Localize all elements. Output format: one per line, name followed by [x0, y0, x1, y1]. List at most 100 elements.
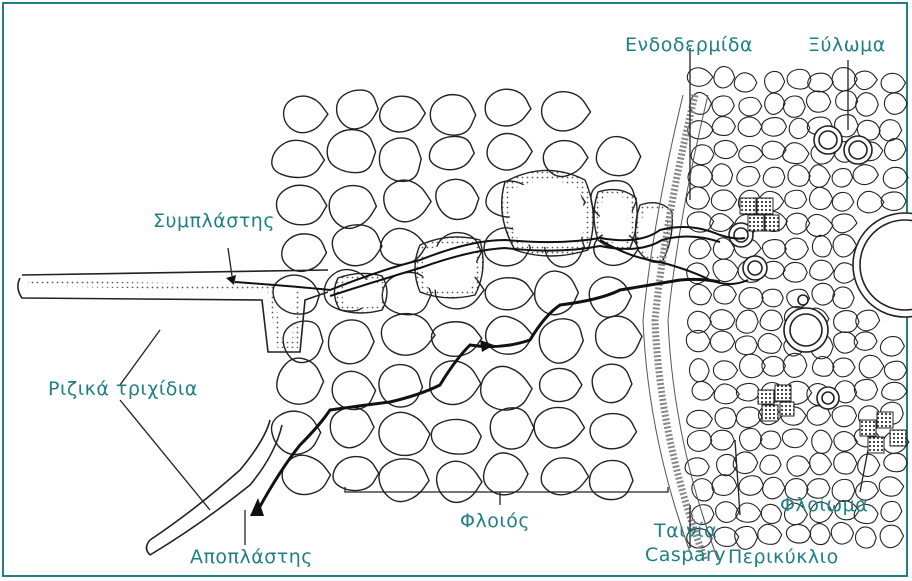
- stele-cell: [736, 310, 758, 333]
- stele-cell: [782, 429, 807, 448]
- stele-cell: [857, 191, 884, 212]
- stele-cell: [858, 454, 880, 476]
- stele-cell: [834, 432, 858, 452]
- stele-cell: [715, 408, 737, 429]
- stele-cell: [714, 67, 735, 88]
- stele-cell: [761, 504, 781, 523]
- stele-cell: [760, 455, 781, 474]
- stele-cell: [809, 187, 832, 209]
- cortex-cell: [596, 316, 642, 358]
- cortex-cell: [284, 96, 328, 133]
- stele-cell: [789, 118, 810, 138]
- stele-cell: [758, 333, 782, 353]
- cortex-cell: [484, 453, 528, 495]
- stele-cell: [787, 456, 810, 476]
- cortex-cell: [332, 225, 382, 266]
- stele-cell: [738, 117, 762, 137]
- stele-cell: [856, 93, 879, 116]
- stele-cell: [762, 240, 786, 259]
- stele-cell: [739, 145, 763, 162]
- cortex-cell: [485, 89, 531, 126]
- cortex-cell: [379, 138, 421, 181]
- stele-cell: [856, 310, 880, 331]
- stele-cell: [734, 73, 757, 92]
- stele-cell: [712, 117, 735, 136]
- stele-cell: [765, 93, 785, 114]
- stele-cell: [832, 214, 857, 233]
- label-apoplast: Αποπλάστης: [190, 548, 313, 567]
- stele-cell: [714, 384, 739, 404]
- stele-cell: [879, 477, 904, 496]
- cortex-cell: [277, 358, 324, 404]
- stele-cell: [737, 167, 760, 187]
- stele-cell: [739, 97, 762, 116]
- stele-cell: [810, 453, 832, 475]
- stele-cell: [788, 165, 810, 186]
- label-phloem: Φλοίωμα: [780, 496, 868, 515]
- stele-cell: [810, 260, 834, 280]
- stele-cell: [761, 431, 782, 449]
- apoplast-pathway: [258, 279, 720, 510]
- stele-cell: [687, 430, 712, 451]
- stele-cell: [762, 118, 787, 137]
- cortex-cell: [330, 407, 374, 447]
- cortex-cell: [429, 136, 474, 169]
- stele-cell: [735, 336, 757, 355]
- stele-cell: [812, 356, 834, 376]
- stele-cell: [687, 410, 713, 428]
- cortex-cell: [590, 414, 636, 449]
- stele-cell: [812, 430, 833, 453]
- cortex-cell: [490, 408, 534, 449]
- stele-cell: [854, 379, 877, 400]
- cortex-cell: [337, 90, 379, 129]
- cortex-cell: [436, 179, 479, 219]
- cortex-cell: [329, 186, 376, 229]
- stele-cell: [787, 69, 811, 89]
- stele-cell: [712, 96, 734, 116]
- stele-cell: [810, 524, 830, 545]
- stele-cell: [687, 68, 713, 87]
- cortex-cell: [437, 461, 482, 502]
- stele-cell: [739, 428, 762, 450]
- root-hair: [18, 270, 328, 555]
- stele-cell: [832, 169, 852, 188]
- stele-cell: [711, 190, 736, 211]
- stele-cell: [739, 288, 763, 309]
- stele-cell: [785, 238, 809, 260]
- cortex-cell: [596, 137, 640, 176]
- stele-cell: [882, 382, 907, 400]
- stele-cell: [783, 96, 805, 117]
- stele-cell: [739, 476, 763, 496]
- stele-cell: [714, 285, 737, 304]
- stele-cell: [812, 235, 832, 257]
- stele-cell: [786, 524, 810, 543]
- stele-cell: [833, 234, 856, 257]
- cortex-cell: [481, 366, 532, 410]
- label-root-hairs: Ριζικά τριχίδια: [48, 380, 198, 399]
- stele-cell: [686, 330, 710, 351]
- stele-cell: [806, 91, 830, 112]
- stele-cell: [832, 406, 857, 427]
- stele-cell: [689, 284, 711, 304]
- stele-cell: [832, 192, 854, 211]
- cortex-cell: [592, 364, 632, 403]
- stele-cell: [712, 164, 733, 186]
- cortex-cell: [542, 92, 591, 131]
- cortex-cell: [432, 322, 482, 357]
- endodermis-band: [655, 95, 705, 560]
- stele-cell: [713, 259, 738, 282]
- cortex-cell: [534, 407, 584, 448]
- stele-cell: [881, 192, 906, 210]
- stele-cell: [854, 71, 877, 90]
- stele-cell: [833, 358, 855, 377]
- stele-cell: [785, 190, 807, 208]
- label-xylem: Ξύλωμα: [808, 36, 886, 55]
- stele-cell: [809, 165, 830, 187]
- stele-cell: [880, 337, 904, 356]
- stele-cell: [853, 165, 878, 185]
- stele-cell: [760, 310, 783, 330]
- cortex-cell: [379, 412, 430, 455]
- label-endodermis: Ενδοδερμίδα: [625, 36, 753, 55]
- stele-cell: [880, 525, 903, 547]
- label-casparian-strip: Ταινία Caspary: [645, 520, 726, 568]
